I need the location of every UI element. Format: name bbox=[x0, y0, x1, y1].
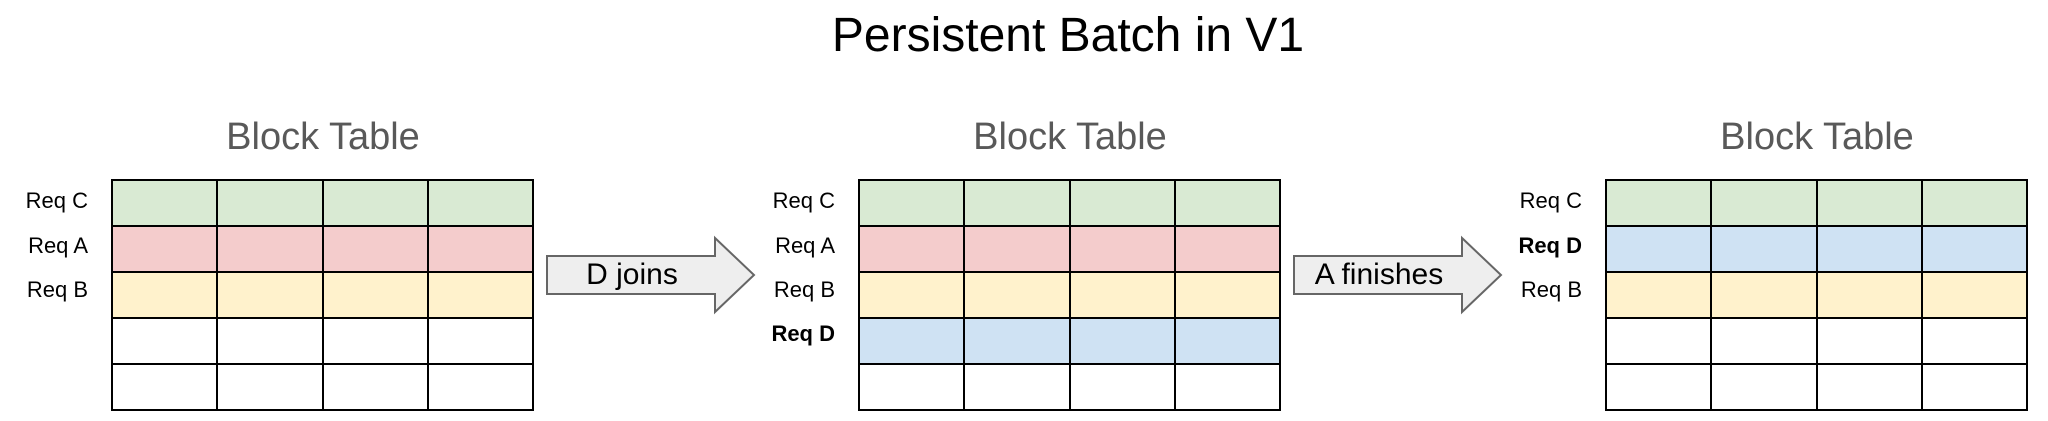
block-cell bbox=[216, 225, 324, 273]
block-table bbox=[857, 179, 1282, 411]
block-table-row bbox=[857, 271, 1282, 319]
block-table-row bbox=[110, 363, 535, 411]
block-cell bbox=[1068, 363, 1176, 411]
block-cell bbox=[426, 225, 535, 273]
block-cell bbox=[1920, 317, 2029, 365]
request-label: Req A bbox=[28, 233, 88, 258]
request-label: Req C bbox=[772, 188, 835, 213]
block-cell bbox=[857, 363, 966, 411]
block-cell bbox=[857, 317, 966, 365]
block-cell bbox=[321, 271, 429, 319]
block-cell bbox=[1173, 317, 1282, 365]
block-cell bbox=[426, 179, 535, 227]
block-cell bbox=[1920, 225, 2029, 273]
request-label: Req A bbox=[775, 233, 835, 258]
block-table-row bbox=[1604, 271, 2029, 319]
arrow-label: A finishes bbox=[1314, 258, 1444, 291]
block-cell bbox=[1173, 179, 1282, 227]
block-cell bbox=[1604, 271, 1713, 319]
block-cell bbox=[426, 271, 535, 319]
block-cell bbox=[110, 317, 219, 365]
block-cell bbox=[1815, 179, 1923, 227]
block-cell bbox=[857, 179, 966, 227]
block-cell bbox=[321, 225, 429, 273]
block-cell bbox=[1815, 225, 1923, 273]
arrow-label: D joins bbox=[586, 258, 678, 291]
block-cell bbox=[1173, 225, 1282, 273]
block-cell bbox=[216, 271, 324, 319]
block-cell bbox=[963, 225, 1071, 273]
block-cell bbox=[1710, 317, 1818, 365]
block-cell bbox=[110, 179, 219, 227]
block-cell bbox=[1710, 271, 1818, 319]
block-table-row bbox=[857, 317, 1282, 365]
request-label: Req D bbox=[771, 321, 835, 346]
block-cell bbox=[110, 271, 219, 319]
request-label: Req C bbox=[25, 188, 88, 213]
diagram-title: Persistent Batch in V1 bbox=[831, 9, 1305, 62]
block-cell bbox=[857, 225, 966, 273]
block-table-label: Block Table bbox=[226, 116, 420, 158]
block-table-row bbox=[1604, 225, 2029, 273]
block-cell bbox=[1068, 225, 1176, 273]
arrow-icon bbox=[546, 235, 756, 315]
block-cell bbox=[216, 363, 324, 411]
block-cell bbox=[321, 317, 429, 365]
block-table-row bbox=[1604, 317, 2029, 365]
block-table-row bbox=[110, 225, 535, 273]
request-label: Req B bbox=[773, 277, 835, 302]
block-cell bbox=[1604, 317, 1713, 365]
block-cell bbox=[1173, 363, 1282, 411]
block-cell bbox=[1173, 271, 1282, 319]
block-cell bbox=[1815, 363, 1923, 411]
block-cell bbox=[963, 271, 1071, 319]
block-cell bbox=[1920, 179, 2029, 227]
block-cell bbox=[110, 363, 219, 411]
request-label: Req D bbox=[1518, 233, 1582, 258]
block-table-row bbox=[857, 363, 1282, 411]
block-cell bbox=[426, 317, 535, 365]
block-cell bbox=[321, 179, 429, 227]
block-cell bbox=[963, 179, 1071, 227]
block-cell bbox=[1815, 317, 1923, 365]
block-cell bbox=[216, 317, 324, 365]
block-cell bbox=[963, 363, 1071, 411]
request-label: Req B bbox=[1520, 277, 1582, 302]
block-cell bbox=[1920, 363, 2029, 411]
block-cell bbox=[1920, 271, 2029, 319]
block-table-row bbox=[857, 225, 1282, 273]
block-cell bbox=[426, 363, 535, 411]
block-cell bbox=[1710, 363, 1818, 411]
block-cell bbox=[216, 179, 324, 227]
block-cell bbox=[857, 271, 966, 319]
request-label: Req B bbox=[26, 277, 88, 302]
block-cell bbox=[1068, 317, 1176, 365]
arrow-icon bbox=[1293, 235, 1503, 315]
block-cell bbox=[1710, 179, 1818, 227]
block-table-label: Block Table bbox=[1720, 116, 1914, 158]
block-cell bbox=[321, 363, 429, 411]
block-table-row bbox=[110, 271, 535, 319]
block-table-label: Block Table bbox=[973, 116, 1167, 158]
block-cell bbox=[1604, 363, 1713, 411]
block-table-row bbox=[1604, 179, 2029, 227]
block-cell bbox=[1068, 179, 1176, 227]
block-table-row bbox=[1604, 363, 2029, 411]
block-cell bbox=[1710, 225, 1818, 273]
block-cell bbox=[110, 225, 219, 273]
block-cell bbox=[1604, 225, 1713, 273]
block-cell bbox=[1815, 271, 1923, 319]
request-label: Req C bbox=[1519, 188, 1582, 213]
block-cell bbox=[963, 317, 1071, 365]
block-table-row bbox=[110, 317, 535, 365]
block-table-row bbox=[857, 179, 1282, 227]
block-cell bbox=[1604, 179, 1713, 227]
block-table bbox=[110, 179, 535, 411]
block-table bbox=[1604, 179, 2029, 411]
block-cell bbox=[1068, 271, 1176, 319]
block-table-row bbox=[110, 179, 535, 227]
